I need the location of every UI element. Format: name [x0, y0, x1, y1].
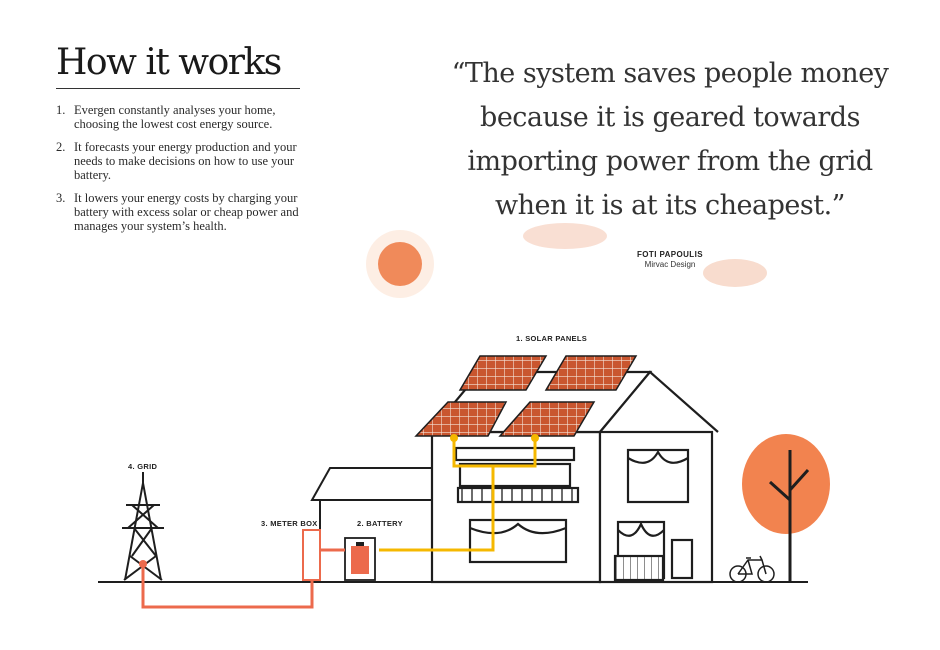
step-number: 1.	[56, 103, 66, 117]
solar-connector-icon	[531, 434, 539, 442]
steps-list: 1. Evergen constantly analyses your home,…	[56, 103, 306, 242]
solar-connector-icon	[450, 434, 458, 442]
quote-author: FOTI PAPOULIS Mirvac Design	[600, 250, 740, 269]
bicycle-icon	[729, 555, 775, 583]
step-text: It lowers your energy costs by charging …	[74, 191, 299, 233]
label-battery: 2. BATTERY	[357, 519, 403, 528]
label-solar-panels: 1. SOLAR PANELS	[516, 334, 587, 343]
cloud-decoration	[523, 223, 607, 249]
page-title: How it works	[56, 40, 300, 89]
solar-panels-icon	[414, 355, 638, 437]
step-item: 3. It lowers your energy costs by chargin…	[56, 191, 306, 233]
grid-wire	[141, 548, 345, 609]
label-meter-box: 3. METER BOX	[261, 519, 318, 528]
label-grid: 4. GRID	[128, 462, 157, 471]
cloud-decoration	[703, 259, 767, 287]
step-item: 1. Evergen constantly analyses your home,…	[56, 103, 306, 131]
grid-connector-icon	[139, 560, 147, 568]
step-number: 3.	[56, 191, 66, 205]
meter-box-icon	[302, 529, 321, 581]
author-role: Mirvac Design	[644, 260, 696, 269]
step-text: Evergen constantly analyses your home, c…	[74, 103, 276, 131]
sun-icon	[378, 242, 422, 286]
solar-wire	[379, 438, 537, 552]
pull-quote: “The system saves people money because i…	[451, 58, 889, 221]
step-text: It forecasts your energy production and …	[74, 140, 297, 182]
step-item: 2. It forecasts your energy production an…	[56, 140, 306, 182]
pylon-icon	[122, 472, 164, 581]
battery-icon	[344, 537, 376, 581]
step-number: 2.	[56, 140, 66, 154]
author-name: FOTI PAPOULIS	[637, 250, 703, 259]
tree-icon	[742, 434, 830, 582]
